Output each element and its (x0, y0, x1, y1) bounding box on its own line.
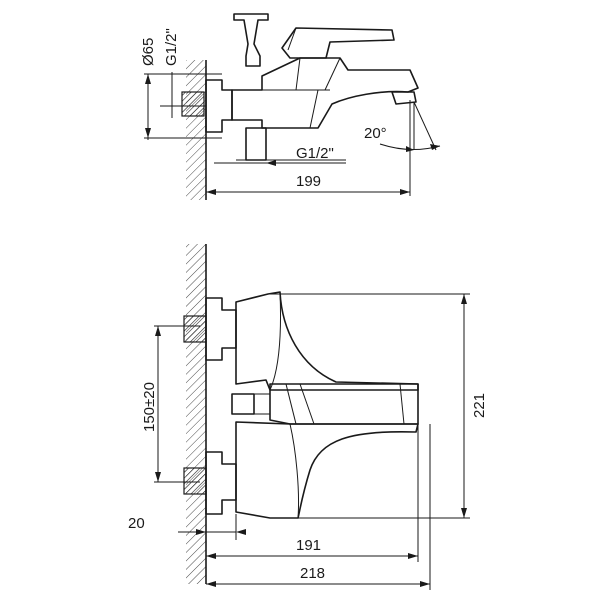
side-depth-dimension: 199 (206, 100, 411, 196)
depth-label: 199 (296, 173, 321, 190)
side-view: Ø65 G1/2" G1/2" 20° 199 (140, 13, 441, 200)
side-spout-outlet (391, 91, 417, 105)
side-diverter-knob (233, 13, 269, 67)
height-label: 221 (471, 393, 488, 418)
front-view: 150±20 221 20 191 (128, 244, 488, 590)
side-mixer-body (231, 57, 419, 129)
front-wall-offset-dimension: 20 (128, 514, 246, 540)
side-shower-outlet (236, 127, 346, 161)
diameter-label: Ø65 (140, 38, 157, 66)
side-lever-handle (281, 27, 395, 59)
front-total-width-dimension: 218 (206, 424, 431, 590)
side-diameter-dimension: Ø65 (140, 38, 222, 140)
centers-label: 150±20 (141, 382, 158, 432)
side-inlet-thread-dimension: G1/2" (163, 28, 180, 118)
wall-offset-label: 20 (128, 515, 145, 532)
outlet-thread-label: G1/2" (296, 145, 334, 162)
front-diverter (231, 393, 270, 415)
front-body-width-dimension: 191 (206, 424, 419, 562)
side-angle-dimension: 20° (364, 101, 441, 152)
front-height-dimension: 221 (270, 293, 488, 519)
front-upper-body (235, 291, 419, 391)
body-width-label: 191 (296, 537, 321, 554)
side-wall (186, 60, 207, 200)
front-centers-dimension: 150±20 (141, 325, 200, 483)
total-width-label: 218 (300, 565, 325, 582)
front-lower-body (235, 421, 419, 519)
angle-label: 20° (364, 125, 387, 142)
inlet-thread-label: G1/2" (163, 28, 180, 66)
side-outlet-thread-dimension: G1/2" (214, 145, 346, 166)
